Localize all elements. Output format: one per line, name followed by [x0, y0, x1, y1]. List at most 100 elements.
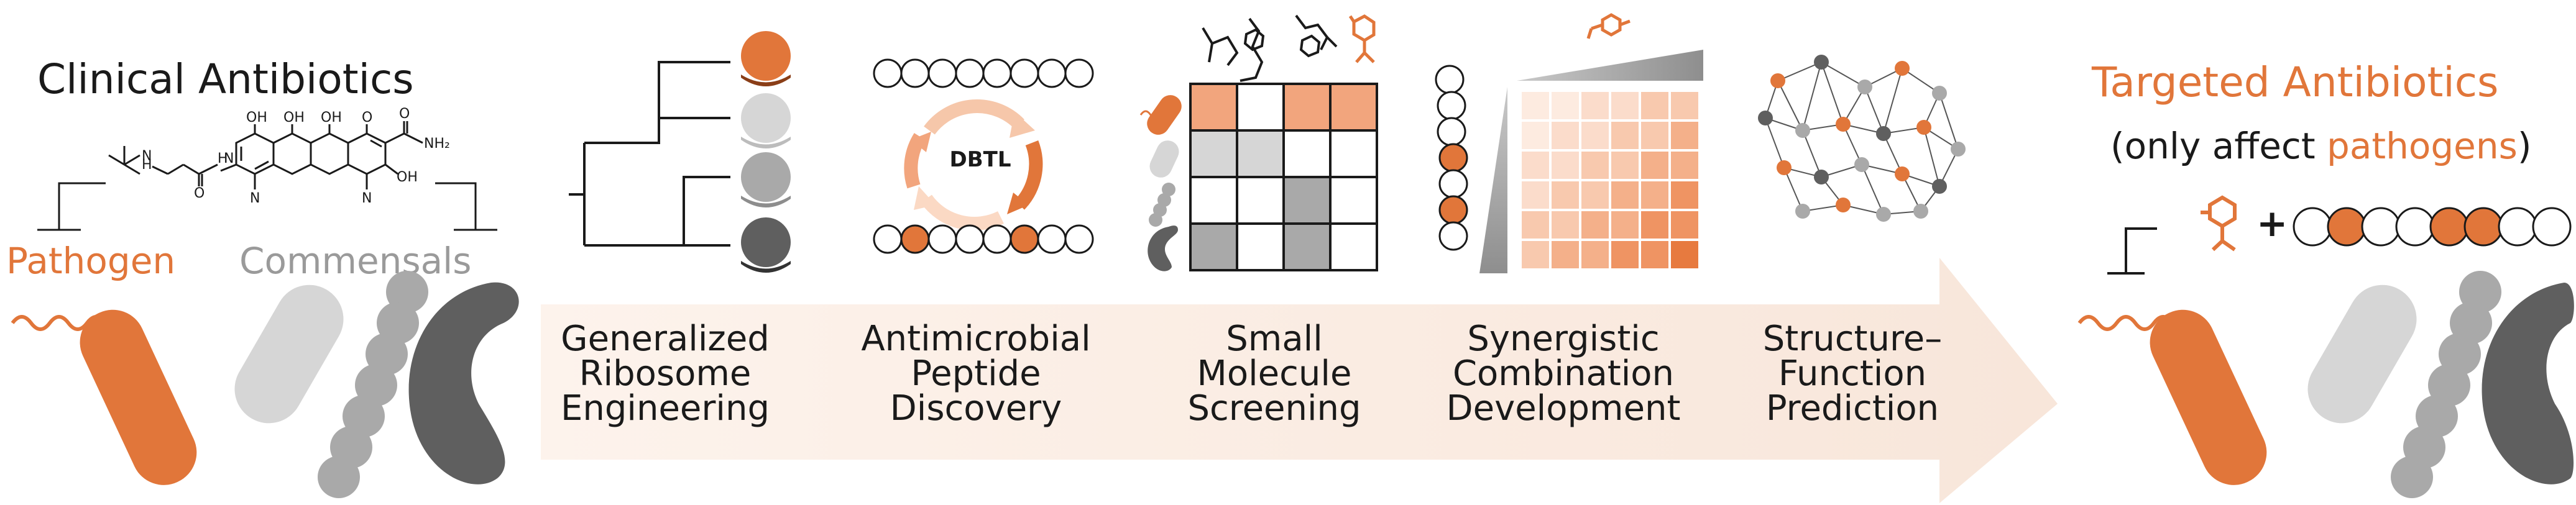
network-edge	[1777, 80, 1803, 131]
dbtl-cycle: DBTL	[904, 99, 1043, 230]
heatmap-cell	[1552, 152, 1579, 179]
heatmap-cell	[1522, 122, 1549, 149]
molecule-sketches	[1202, 14, 1338, 82]
oh-label-4: OH	[397, 170, 418, 185]
heatmap-cell	[1671, 211, 1698, 239]
network-node	[1932, 86, 1947, 101]
heatmap-cell	[1522, 92, 1549, 119]
network-edge	[1802, 130, 1822, 178]
heatmap-cell	[1671, 122, 1698, 149]
step-structure-function: Structure– Function Prediction	[1747, 322, 1958, 426]
heatmap-cell	[1641, 181, 1668, 209]
step-1-line-1: Generalized	[561, 319, 770, 359]
network-node	[1951, 142, 1966, 157]
targeted-antibiotics-title: Targeted Antibiotics	[2091, 58, 2498, 106]
commensal-crescent-left	[408, 282, 519, 485]
network-edge	[1765, 117, 1785, 168]
pipeline-arrow	[541, 258, 2058, 503]
network-node	[1876, 207, 1891, 222]
network-edge	[1821, 61, 1865, 88]
step-5-line-2: Function	[1778, 353, 1927, 394]
heatmap-cell	[1641, 211, 1668, 239]
heatmap-cell	[1641, 92, 1668, 119]
structure-network	[1758, 55, 1966, 222]
plus-sign: +	[2256, 202, 2288, 245]
step-3-line-3: Screening	[1187, 388, 1361, 429]
screening-grid	[1189, 83, 1378, 271]
heatmap-cell	[1552, 181, 1579, 209]
heatmap-cell	[1641, 152, 1668, 179]
step-ribosome-engineering: Generalized Ribosome Engineering	[553, 322, 777, 426]
amide-o-label: O	[194, 186, 205, 201]
network-node	[1895, 61, 1910, 76]
commensal-rod-right	[2307, 284, 2417, 424]
clinical-antibiotics-title: Clinical Antibiotics	[37, 55, 414, 103]
step-5-line-3: Prediction	[1765, 388, 1939, 429]
targeted-small-molecule	[2201, 195, 2237, 252]
synergy-heatmap	[1522, 92, 1698, 268]
network-edge	[1777, 61, 1822, 81]
step-3-line-2: Molecule	[1197, 353, 1352, 394]
heatmap-cell	[1522, 211, 1549, 239]
nh2-label: NH₂	[424, 136, 450, 152]
heatmap-cell	[1671, 92, 1698, 119]
network-node	[1836, 117, 1851, 132]
pathogen-bacterium-right	[2077, 309, 2267, 485]
network-edge	[1864, 86, 1884, 134]
network-node	[1795, 204, 1810, 219]
heatmap-cell	[1581, 181, 1609, 209]
network-node	[1814, 55, 1829, 70]
step-small-molecule-screening: Small Molecule Screening	[1169, 322, 1380, 426]
heatmap-cell	[1581, 241, 1609, 268]
heatmap-cell	[1641, 122, 1668, 149]
step-1-line-3: Engineering	[561, 388, 770, 429]
heatmap-cell	[1522, 181, 1549, 209]
network-node	[1758, 111, 1773, 125]
heatmap-cell	[1671, 181, 1698, 209]
step-4-line-3: Development	[1446, 388, 1681, 429]
network-node	[1836, 198, 1851, 212]
network-edge	[1861, 164, 1884, 215]
heatmap-cell	[1611, 181, 1639, 209]
amide2-o-label: O	[399, 106, 410, 122]
keto-o-label: O	[362, 110, 372, 125]
subtitle-prefix: (only affect	[2110, 125, 2327, 167]
heatmap-cell	[1641, 241, 1668, 268]
heatmap-cell	[1522, 241, 1549, 268]
amine-n-label: N	[224, 151, 234, 166]
heatmap-cell	[1671, 152, 1698, 179]
amine-h-label: H	[218, 151, 228, 166]
step-3-line-1: Small	[1226, 319, 1323, 359]
network-node	[1795, 123, 1810, 138]
phylogeny-tree	[569, 61, 730, 247]
targeted-subtitle: (only affect pathogens)	[2110, 125, 2531, 167]
targeted-inhibition-bracket	[2107, 227, 2157, 275]
network-edge	[1939, 93, 1959, 150]
network-node	[1916, 120, 1931, 135]
concentration-wedge-horizontal	[1517, 50, 1703, 81]
step-2-line-3: Discovery	[890, 388, 1062, 429]
nh-n-label: N	[142, 148, 152, 164]
heatmap-cell	[1611, 92, 1639, 119]
network-node	[1857, 80, 1872, 94]
heatmap-cell	[1611, 211, 1639, 239]
peptide-chain-bottom	[873, 224, 1094, 254]
dbtl-label: DBTL	[950, 147, 1011, 172]
step-1-line-2: Ribosome	[579, 353, 752, 394]
network-node	[1932, 179, 1947, 194]
heatmap-cell	[1581, 211, 1609, 239]
heatmap-cell	[1671, 241, 1698, 268]
step-4-line-1: Synergistic	[1467, 319, 1660, 359]
commensal-chain-left	[318, 271, 428, 498]
molecule-sketch-highlight	[1348, 14, 1376, 63]
heatmap-cell	[1581, 152, 1609, 179]
network-edge	[1923, 127, 1940, 187]
heatmap-cell	[1552, 241, 1579, 268]
targeted-peptide-chain	[2293, 207, 2572, 247]
network-node	[1814, 170, 1829, 184]
network-node	[1876, 126, 1891, 141]
dimethylamine-n-label-1: N	[250, 191, 260, 206]
subtitle-pathogens: pathogens	[2327, 125, 2518, 167]
heatmap-cell	[1611, 122, 1639, 149]
